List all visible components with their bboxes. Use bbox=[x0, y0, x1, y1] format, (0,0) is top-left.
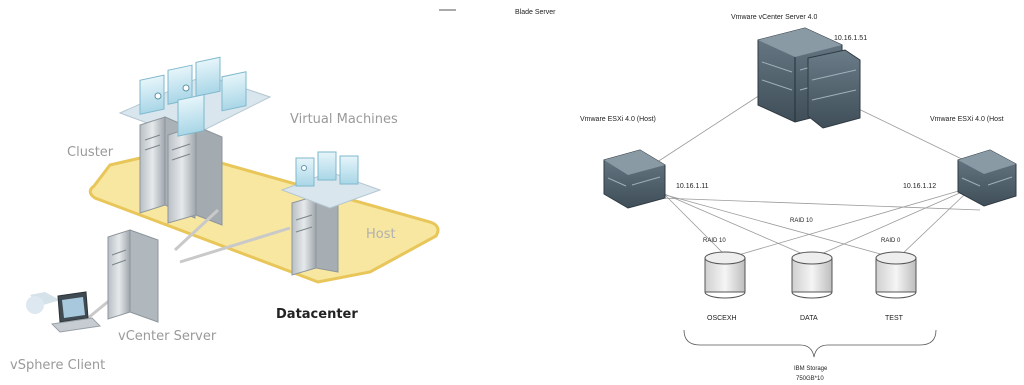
left-vsphere-diagram: Virtual Machines Cluster Host Datacenter… bbox=[10, 56, 440, 373]
esxi-right-label: Vmware ESXi 4.0 (Host bbox=[930, 116, 1004, 123]
raid-center-label: RAID 10 bbox=[790, 218, 813, 224]
storage-name-test: TEST bbox=[885, 315, 904, 322]
vcenter-server-rack bbox=[757, 27, 861, 129]
storage-data bbox=[791, 251, 833, 299]
vsphere-client-label: vSphere Client bbox=[10, 358, 105, 373]
vcenter-server-label: vCenter Server bbox=[118, 329, 217, 344]
esxi-left-ip: 10.16.1.11 bbox=[676, 183, 709, 190]
host-label: Host bbox=[366, 227, 396, 242]
esxi-right-ip: 10.16.1.12 bbox=[903, 183, 936, 190]
right-network-diagram: Blade Server Vmware vCenter Server 4.0 1… bbox=[515, 9, 1017, 382]
vcenter-to-cluster-link bbox=[173, 208, 220, 252]
esxi-host-right bbox=[957, 149, 1017, 207]
vsphere-client-laptop bbox=[26, 291, 102, 333]
storage-label: IBM Storage bbox=[794, 366, 828, 372]
esxi-host-left bbox=[603, 149, 666, 209]
vcenter-server-tower bbox=[107, 229, 159, 323]
vcenter-title: Vmware vCenter Server 4.0 bbox=[731, 14, 817, 21]
storage-test bbox=[875, 251, 917, 299]
network-links bbox=[647, 94, 981, 259]
storage-capacity: 750GB*10 bbox=[796, 376, 824, 382]
esxi-left-label: Vmware ESXi 4.0 (Host) bbox=[580, 116, 656, 123]
storage-name-data: DATA bbox=[800, 315, 818, 322]
raid-left-label: RAID 10 bbox=[703, 238, 726, 244]
raid-right-label: RAID 0 bbox=[881, 238, 901, 244]
storage-name-oscexh: OSCEXH bbox=[707, 315, 737, 322]
blade-server-label: Blade Server bbox=[515, 9, 556, 16]
storage-oscexh bbox=[704, 251, 746, 299]
datacenter-label: Datacenter bbox=[276, 307, 358, 322]
virtual-machines-label: Virtual Machines bbox=[290, 112, 398, 127]
vcenter-ip: 10.16.1.51 bbox=[834, 35, 867, 42]
cluster-label: Cluster bbox=[67, 145, 114, 160]
cluster-virtual-machines bbox=[139, 56, 247, 137]
vcenter-to-host-link bbox=[179, 226, 291, 264]
client-to-vcenter-link bbox=[87, 298, 111, 320]
host-server bbox=[280, 151, 382, 276]
storage-bracket bbox=[683, 329, 937, 358]
